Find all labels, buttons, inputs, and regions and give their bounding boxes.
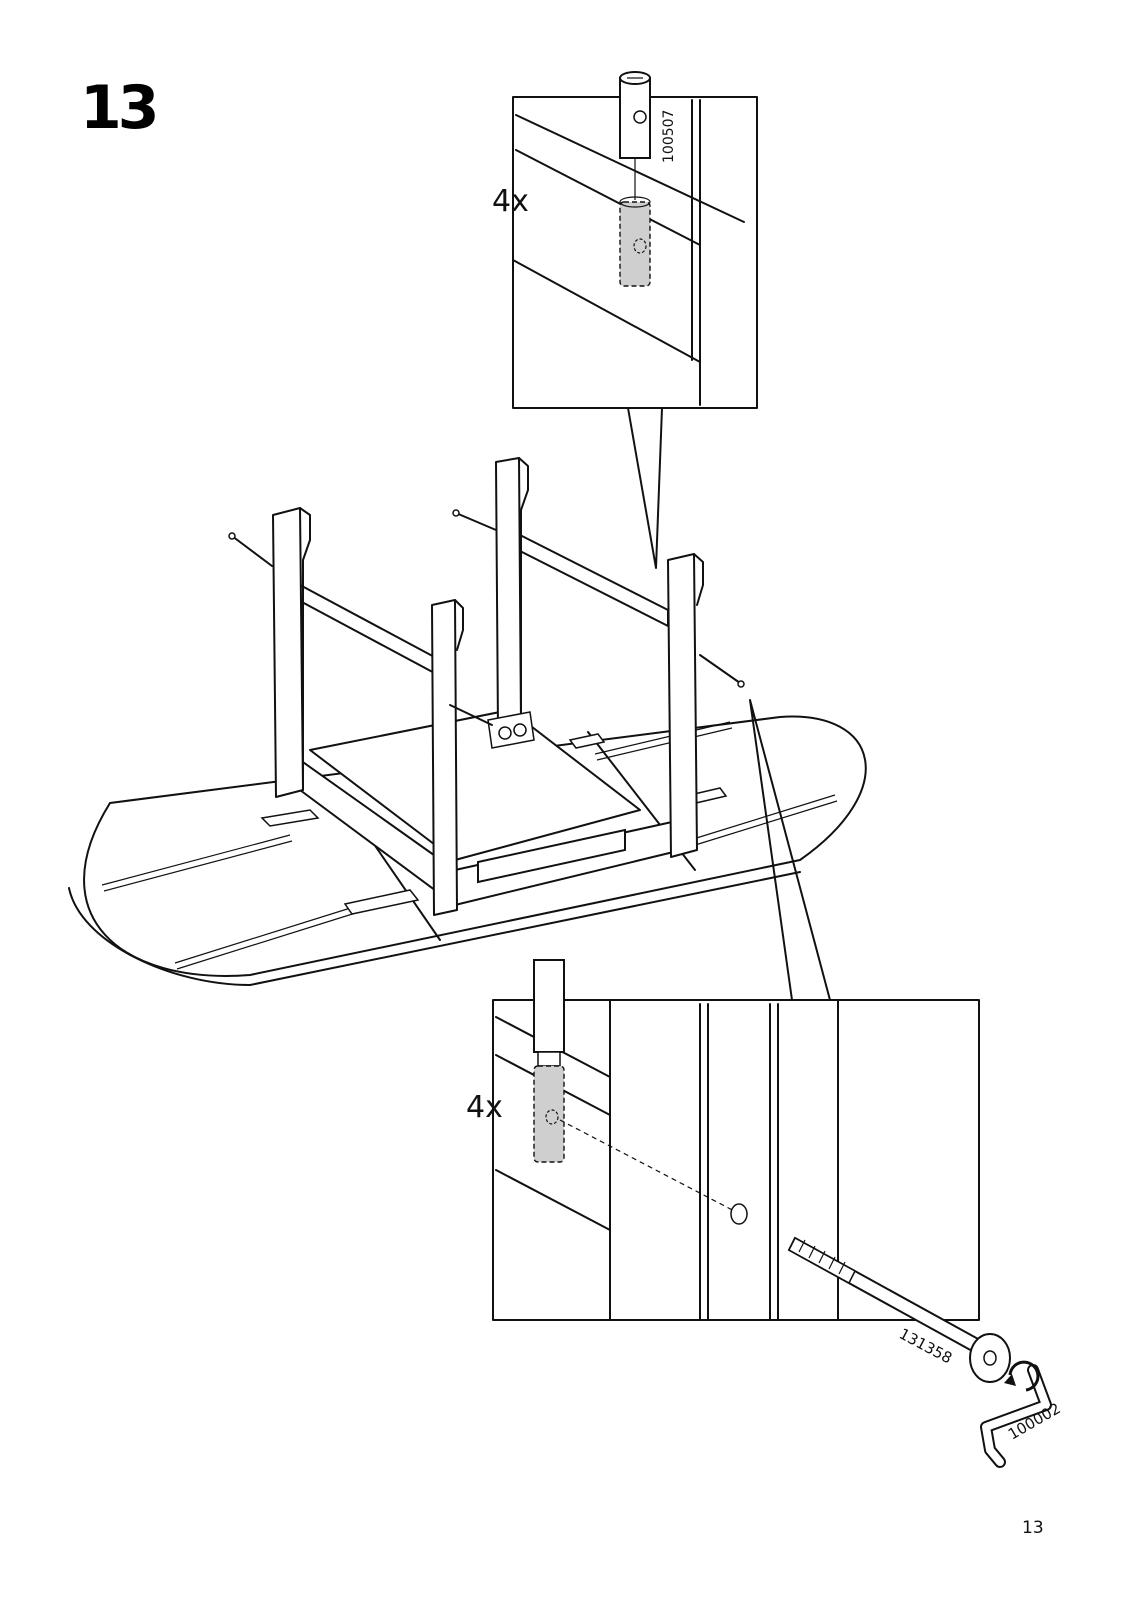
top-detail-box: 4x 100507 — [492, 72, 757, 568]
bottom-quantity-label: 4x — [466, 1090, 503, 1125]
dowel-hole-icon — [620, 202, 650, 286]
bolt-131358-icon — [789, 1238, 1010, 1382]
top-quantity-label: 4x — [492, 184, 529, 219]
page-number: 13 — [1022, 1518, 1044, 1538]
leg — [496, 458, 528, 730]
leg — [273, 508, 310, 797]
dowel-in-leg-icon — [534, 1066, 564, 1162]
top-part-code: 100507 — [661, 110, 677, 163]
